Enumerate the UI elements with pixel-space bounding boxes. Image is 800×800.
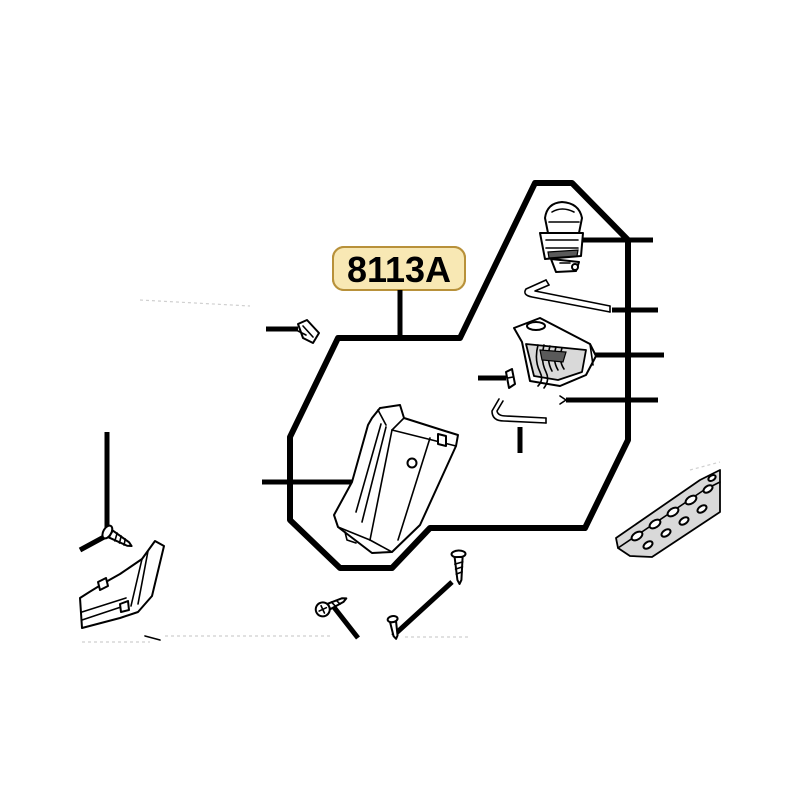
- part-number-label: 8113A: [347, 249, 451, 290]
- part-number-badge: 8113A: [332, 246, 466, 291]
- wiring-bracket: [513, 317, 597, 389]
- trim-bracket: [79, 540, 165, 641]
- leader-line-bottom-screw-right: [391, 580, 454, 638]
- pin-marker: [559, 395, 567, 405]
- leader-line-bottom-screw-left: [331, 604, 360, 640]
- push-clip: [297, 319, 320, 344]
- screw-bottom-left: [314, 597, 348, 618]
- leader-line-left-bracket: [78, 534, 106, 553]
- bent-rod: [524, 279, 611, 313]
- small-fastener: [505, 368, 516, 389]
- leader-lines: [78, 237, 664, 640]
- screw-bottom-right: [450, 549, 467, 585]
- perforated-plate: [615, 469, 721, 558]
- callout-outline: [287, 180, 631, 571]
- bin-knob: [406, 457, 418, 469]
- faint-guide-lines: [82, 299, 721, 643]
- screw-bottom-center: [386, 615, 399, 640]
- u-clip: [491, 398, 547, 424]
- lamp-housing: [539, 201, 584, 273]
- screw-left: [101, 524, 133, 547]
- storage-bin: [333, 404, 459, 554]
- wire-bundle: [535, 344, 567, 389]
- plate-holes: [630, 473, 717, 550]
